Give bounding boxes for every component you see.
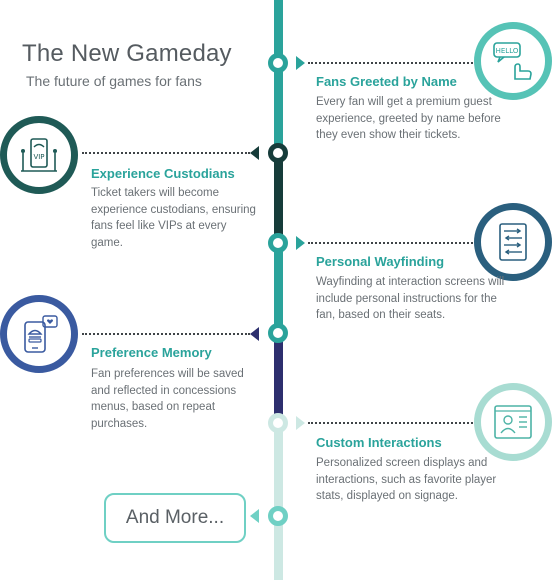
svg-text:VIP: VIP — [33, 153, 44, 161]
connector-line — [308, 422, 480, 424]
connector-line — [82, 333, 250, 335]
arrow-right-icon — [296, 416, 305, 430]
arrow-right-icon — [296, 236, 305, 250]
connector-line — [308, 242, 480, 244]
timeline-node — [268, 506, 288, 526]
arrow-left-icon — [250, 327, 259, 341]
svg-text:HELLO: HELLO — [496, 47, 519, 55]
timeline-node — [268, 323, 288, 343]
timeline-node — [268, 233, 288, 253]
phone-preferences-icon — [0, 295, 78, 373]
item-description: Every fan will get a premium guest exper… — [316, 96, 501, 141]
item-title: Personal Wayfinding — [316, 254, 445, 269]
item-title: Experience Custodians — [91, 166, 235, 181]
vip-gate-icon: VIP — [0, 116, 78, 194]
and-more-label: And More... — [125, 507, 225, 528]
connector-line — [82, 152, 250, 154]
timeline-spine-mid — [274, 245, 283, 335]
hello-speech-hand-icon: HELLO — [474, 22, 552, 100]
and-more-box: And More... — [104, 493, 246, 543]
arrow-left-icon — [250, 509, 259, 523]
item-title: Preference Memory — [91, 345, 212, 360]
timeline-node — [268, 413, 288, 433]
timeline-node — [268, 143, 288, 163]
item-title: Custom Interactions — [316, 435, 442, 450]
item-description: Personalized screen displays and interac… — [316, 457, 497, 502]
timeline-spine-navy — [274, 335, 283, 423]
timeline-node — [268, 53, 288, 73]
timeline-spine-dark — [274, 145, 283, 245]
wayfinding-sign-icon — [474, 203, 552, 281]
connector-line — [308, 62, 480, 64]
player-stats-display-icon — [474, 383, 552, 461]
item-description: Ticket takers will become experience cus… — [91, 187, 256, 249]
page-subtitle: The future of games for fans — [26, 73, 202, 89]
item-description: Wayfinding at interaction screens will i… — [316, 276, 505, 321]
item-title: Fans Greeted by Name — [316, 74, 457, 89]
page-title: The New Gameday — [22, 40, 232, 67]
item-description: Fan preferences will be saved and reflec… — [91, 368, 244, 430]
arrow-left-icon — [250, 146, 259, 160]
timeline-spine-light — [274, 423, 283, 580]
arrow-right-icon — [296, 56, 305, 70]
